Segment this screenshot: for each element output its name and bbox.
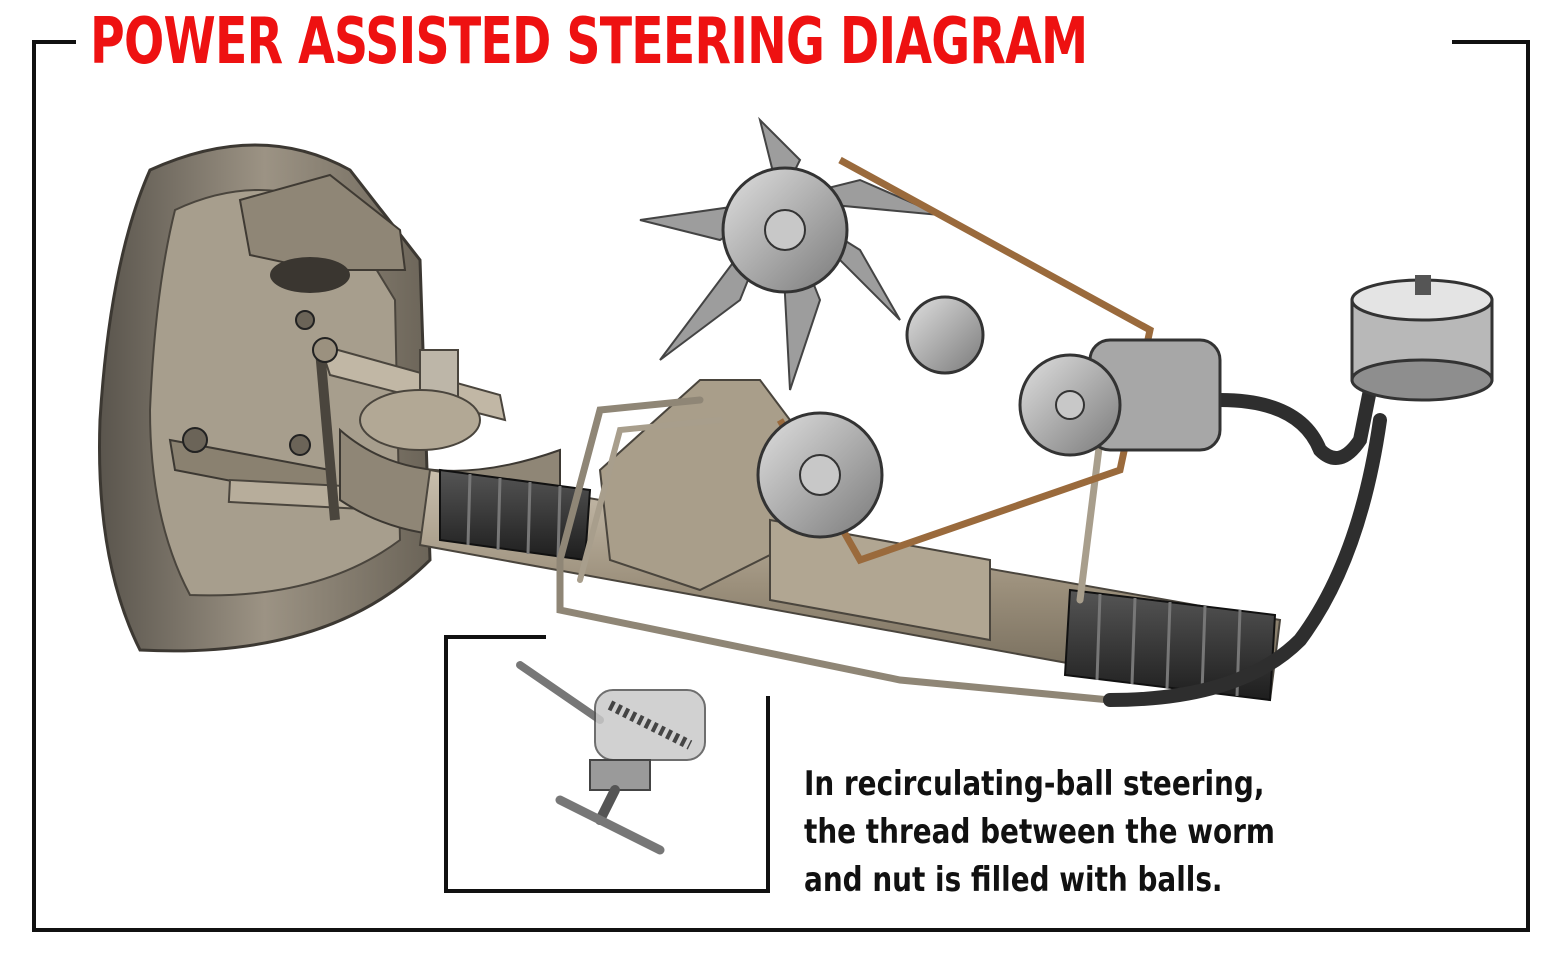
cooling-fan (639, 116, 941, 391)
recirculating-ball-gearbox (516, 661, 706, 855)
fluid-reservoir (1350, 275, 1494, 402)
page-title: POWER ASSISTED STEERING DIAGRAM (90, 5, 1088, 79)
rack-boot-right (1063, 588, 1277, 702)
caption-line-2: the thread between the worm (804, 812, 1275, 852)
hydraulic-lines (556, 333, 1387, 707)
title-banner: POWER ASSISTED STEERING DIAGRAM (76, 2, 1452, 82)
idler-pulley (905, 295, 985, 375)
alternator (1018, 338, 1222, 457)
caption-line-3: and nut is filled with balls. (804, 860, 1223, 900)
inset-frame-right (766, 696, 770, 893)
caption-line-1: In recirculating-ball steering, (804, 764, 1265, 804)
rack-boot-left (439, 468, 592, 562)
inset-frame-top (444, 635, 546, 639)
gearbox-inset-frame (444, 635, 770, 893)
caption: In recirculating-ball steering, the thre… (804, 760, 1275, 904)
pump-pulley (756, 411, 884, 539)
